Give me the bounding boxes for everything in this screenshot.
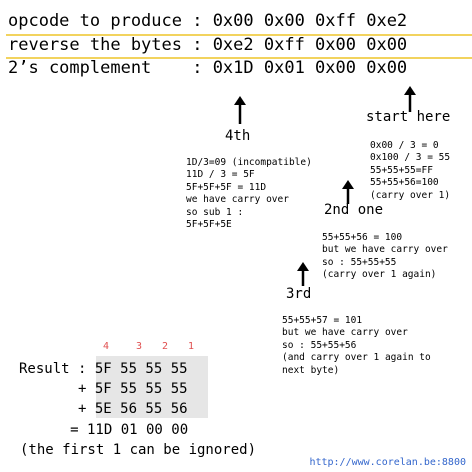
column-number: 1 [188, 341, 195, 352]
step-fourth-label: 4th [225, 128, 251, 144]
note-line: 11D / 3 = 5F [186, 169, 255, 180]
source-link[interactable]: http://www.corelan.be:8800 [309, 457, 466, 468]
note-line: so : 55+55+56 [282, 339, 357, 351]
header-line-complement: 2’s complement : 0x1D 0x01 0x00 0x00 [8, 58, 408, 78]
result-note: (the first 1 can be ignored) [20, 442, 257, 458]
note-line: 55+55+56 = 100 [322, 231, 403, 243]
result-sum: = 11D 01 00 00 [28, 422, 189, 438]
note-line: 5F+5F+5E [186, 219, 232, 230]
column-number: 3 [136, 341, 143, 352]
note-line: 1D/3=09 (incompatible) [186, 156, 312, 168]
note-line: (carry over 1) [370, 189, 451, 201]
header-line-reversed: reverse the bytes : 0xe2 0xff 0x00 0x00 [8, 35, 408, 55]
note-line: 55+55+56=100 [370, 177, 439, 188]
highlight-line-1 [6, 34, 472, 36]
note-line: 5F+5F+5F = 11D [186, 181, 267, 193]
note-line: 0x100 / 3 = 55 [370, 152, 451, 163]
arrow-up-icon [234, 96, 246, 124]
arrow-up-icon [404, 86, 416, 112]
note-line: we have carry over [186, 194, 289, 205]
note-line: 55+55+57 = 101 [282, 314, 363, 326]
result-line-3: + 5E 56 55 56 [19, 401, 188, 417]
header-line-opcode: opcode to produce : 0x00 0x00 0xff 0xe2 [8, 11, 408, 31]
note-line: so sub 1 : [186, 206, 244, 218]
note-line: but we have carry over [322, 244, 448, 255]
column-number: 2 [162, 341, 169, 352]
note-line: so : 55+55+55 [322, 256, 397, 268]
note-line: (carry over 1 again) [322, 269, 437, 280]
column-number: 4 [103, 341, 110, 352]
arrow-up-icon [297, 262, 309, 286]
note-line: (and carry over 1 again to [282, 352, 431, 363]
result-shade [96, 356, 208, 418]
note-line: but we have carry over [282, 327, 408, 338]
highlight-line-2 [6, 57, 472, 59]
step-third-label: 3rd [286, 286, 312, 302]
arrow-up-icon [342, 180, 354, 204]
note-line: 55+55+55=FF [370, 164, 433, 176]
step-second-label: 2nd one [324, 202, 384, 218]
result-line-1: Result : 5F 55 55 55 [19, 361, 188, 377]
step-start-label: start here [366, 109, 451, 125]
note-line: next byte) [282, 364, 340, 376]
note-line: 0x00 / 3 = 0 [370, 139, 439, 151]
result-line-2: + 5F 55 55 55 [19, 381, 188, 397]
